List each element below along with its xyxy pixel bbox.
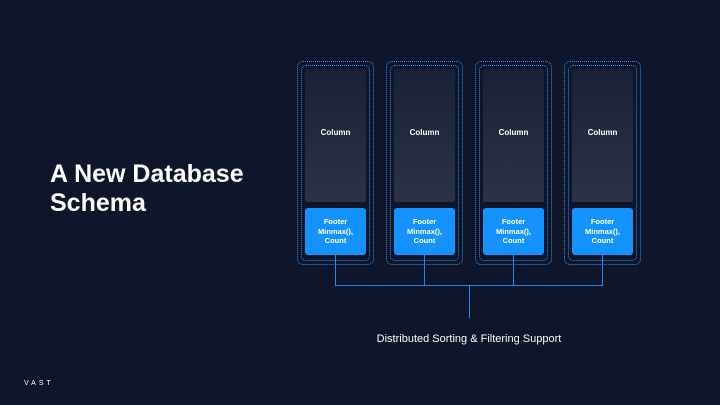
caption: Distributed Sorting & Filtering Support: [376, 333, 562, 345]
slide-title: A New Database Schema: [50, 160, 290, 218]
footer-line: Footer: [323, 217, 348, 226]
column-label: Column: [409, 128, 440, 137]
column-label: Column: [498, 128, 529, 137]
footer-line: Count: [502, 236, 525, 245]
connector-line: [513, 255, 514, 286]
footer-line: Count: [324, 236, 347, 245]
column-block-3: Column: [483, 69, 544, 202]
footer-line: Count: [591, 236, 614, 245]
title-line-2: Schema: [50, 189, 146, 217]
vast-logo: VAST: [24, 380, 54, 387]
column-label: Column: [587, 128, 618, 137]
footer-line: Footer: [501, 217, 526, 226]
column-block-2: Column: [394, 69, 455, 202]
footer-block-4: Footer Minmax(), Count: [572, 208, 633, 255]
connector-line: [335, 255, 336, 286]
footer-block-3: Footer Minmax(), Count: [483, 208, 544, 255]
footer-line: Minmax(),: [317, 226, 353, 236]
connector-line: [602, 255, 603, 286]
footer-block-2: Footer Minmax(), Count: [394, 208, 455, 255]
footer-line: Minmax(),: [584, 226, 620, 236]
footer-line: Footer: [412, 217, 437, 226]
footer-line: Footer: [590, 217, 615, 226]
connector-line: [424, 255, 425, 286]
footer-block-1: Footer Minmax(), Count: [305, 208, 366, 255]
column-block-4: Column: [572, 69, 633, 202]
footer-line: Minmax(),: [406, 226, 442, 236]
footer-line: Count: [413, 236, 436, 245]
column-block-1: Column: [305, 69, 366, 202]
connector-stem: [469, 285, 470, 318]
title-line-1: A New Database: [50, 160, 244, 188]
footer-line: Minmax(),: [495, 226, 531, 236]
column-label: Column: [320, 128, 351, 137]
